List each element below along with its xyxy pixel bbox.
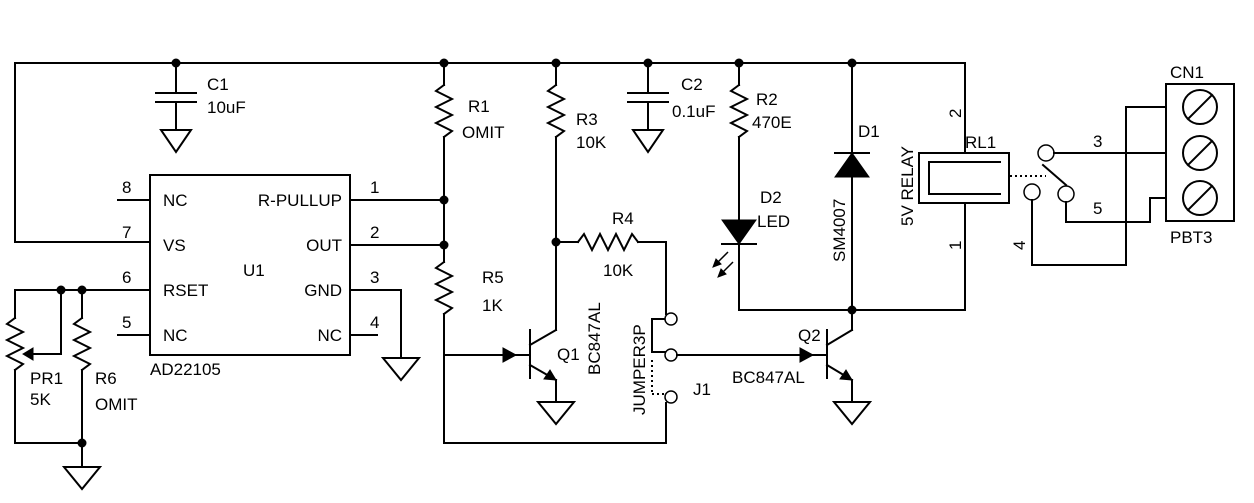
pr1-ref: PR1 (30, 369, 63, 388)
supply-rail (14, 58, 966, 243)
transistor-q2: Q2 BC847AL (732, 326, 873, 426)
pin-4-num: 4 (370, 313, 379, 332)
pin-3-num: 3 (370, 268, 379, 287)
resistor-r3: R3 10K (545, 62, 607, 331)
led-d2: D2 LED (712, 188, 790, 311)
rl1-value: 5V RELAY (898, 146, 917, 226)
q2-ref: Q2 (798, 326, 821, 345)
r4-ref: R4 (612, 209, 634, 228)
d1-ref: D1 (858, 122, 880, 141)
ic-part: AD22105 (150, 360, 221, 379)
rl1-ref: RL1 (965, 133, 996, 152)
pin-1-num: 1 (370, 178, 379, 197)
pin-8-name: NC (163, 191, 188, 210)
relay-rl1: 5V RELAY RL1 2 1 3 4 5 (738, 94, 1167, 311)
cn1-ref: CN1 (1170, 63, 1204, 82)
r5-ref: R5 (482, 268, 504, 287)
r1-ref: R1 (468, 97, 490, 116)
capacitor-c1: C1 10uF (155, 62, 246, 154)
pin-8-num: 8 (122, 178, 131, 197)
d1-value: SM4007 (830, 199, 849, 262)
resistor-r5: R5 1K (433, 244, 667, 444)
r6-ref: R6 (95, 369, 117, 388)
pin-5-num: 5 (122, 313, 131, 332)
j1-value: JUMPER3P (630, 324, 649, 415)
c1-ref: C1 (207, 75, 229, 94)
r6-value: OMIT (95, 395, 138, 414)
r2-ref: R2 (756, 90, 778, 109)
resistor-r2: R2 470E (728, 62, 792, 221)
ic-u1: U1 AD22105 8 7 6 5 1 2 3 4 NC VS RSET NC… (14, 174, 445, 382)
r3-ref: R3 (576, 110, 598, 129)
q1-ref: Q1 (557, 345, 580, 364)
resistor-r4: R4 10K (555, 209, 667, 315)
pin-7-num: 7 (122, 223, 131, 242)
cn1-value: PBT3 (1170, 228, 1213, 247)
connector-cn1: CN1 PBT3 (1119, 63, 1235, 247)
c1-value: 10uF (207, 98, 246, 117)
pin-5-name: NC (163, 326, 188, 345)
q1-value: BC847AL (585, 302, 604, 375)
j1-ref: J1 (693, 380, 711, 399)
rl1-pin-3: 3 (1093, 132, 1102, 151)
d2-ref: D2 (760, 188, 782, 207)
pin-1-name: R-PULLUP (258, 191, 342, 210)
r1-value: OMIT (462, 123, 505, 142)
rl1-pin-4: 4 (1010, 241, 1029, 250)
pin-3-name: GND (304, 281, 342, 300)
ic-ref: U1 (243, 261, 265, 280)
c2-value: 0.1uF (672, 102, 715, 121)
r4-value: 10K (603, 261, 634, 280)
r2-value: 470E (752, 113, 792, 132)
pin-2-num: 2 (370, 223, 379, 242)
pr1-value: 5K (30, 390, 51, 409)
potentiometer-pr1: PR1 5K (4, 285, 87, 444)
rl1-pin-5: 5 (1093, 199, 1102, 218)
resistor-r6: R6 OMIT (61, 289, 138, 491)
diode-d1: D1 SM4007 (830, 62, 880, 331)
r5-value: 1K (482, 296, 503, 315)
q2-value: BC847AL (732, 368, 805, 387)
transistor-q1: Q1 BC847AL (502, 302, 604, 426)
jumper-j1: JUMPER3P J1 (630, 312, 803, 444)
rl1-pin-1: 1 (946, 241, 965, 250)
pin-6-name: RSET (163, 281, 208, 300)
d2-value: LED (757, 212, 790, 231)
pin-2-name: OUT (306, 236, 342, 255)
pin-6-num: 6 (122, 268, 131, 287)
c2-ref: C2 (681, 75, 703, 94)
pin-7-name: VS (163, 236, 186, 255)
capacitor-c2: C2 0.1uF (627, 62, 715, 154)
resistor-r1: R1 OMIT (433, 62, 505, 250)
pin-4-name: NC (317, 326, 342, 345)
r3-value: 10K (576, 133, 607, 152)
rl1-pin-2: 2 (946, 109, 965, 118)
